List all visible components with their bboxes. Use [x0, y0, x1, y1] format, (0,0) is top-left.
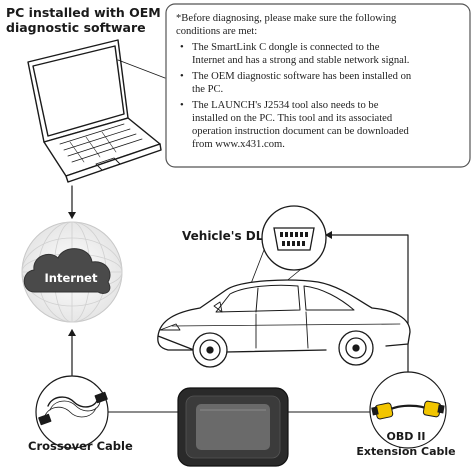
note-connector-line: [117, 59, 166, 79]
note-item-3-line4: from www.x431.com.: [192, 139, 285, 150]
pc-label-line2: diagnostic software: [6, 20, 146, 35]
note-box: [165, 3, 471, 168]
obd-extension-cable-node: [369, 371, 447, 449]
car-icon: [157, 279, 411, 368]
obd-port-icon: [273, 227, 315, 251]
dongle-icon: [177, 387, 289, 467]
note-bullet-3: •: [180, 100, 184, 111]
internet-label: Internet: [45, 271, 98, 285]
obd-label-line2: Extension Cable: [356, 445, 455, 458]
pc-label-line1: PC installed with OEM: [6, 5, 161, 20]
note-item-2-line2: the PC.: [192, 84, 223, 95]
obd-extension-cable-icon: [371, 400, 445, 420]
laptop-icon: [27, 39, 162, 183]
note-item-3-line3: operation instruction document can be do…: [192, 126, 410, 137]
note-intro-line1: *Before diagnosing, please make sure the…: [176, 13, 397, 24]
vehicle-dlc-label: Vehicle's DLC: [182, 229, 272, 243]
preconditions-note: *Before diagnosing, please make sure the…: [165, 3, 471, 168]
note-item-3-line1: The LAUNCH's J2534 tool also needs to be: [192, 100, 379, 111]
note-bullet-2: •: [180, 71, 184, 82]
obd-label-line1: OBD II: [387, 430, 426, 443]
dlc-zoom: [239, 205, 327, 315]
note-item-1-line1: The SmartLink C dongle is connected to t…: [192, 42, 380, 53]
note-item-2-line1: The OEM diagnostic software has been ins…: [192, 71, 412, 82]
crossover-cable-label: Crossover Cable: [28, 439, 133, 453]
internet-node: Internet: [21, 221, 123, 323]
note-item-1-line2: Internet and has a strong and stable net…: [192, 55, 409, 66]
ethernet-cable-icon: [38, 391, 108, 426]
note-bullet-1: •: [180, 42, 184, 53]
cloud-icon: [23, 248, 111, 295]
crossover-circle: [35, 375, 109, 449]
note-intro-line2: conditions are met:: [176, 26, 257, 37]
note-item-3-line2: installed on the PC. This tool and its a…: [192, 113, 393, 124]
crossover-cable-node: [35, 375, 109, 449]
